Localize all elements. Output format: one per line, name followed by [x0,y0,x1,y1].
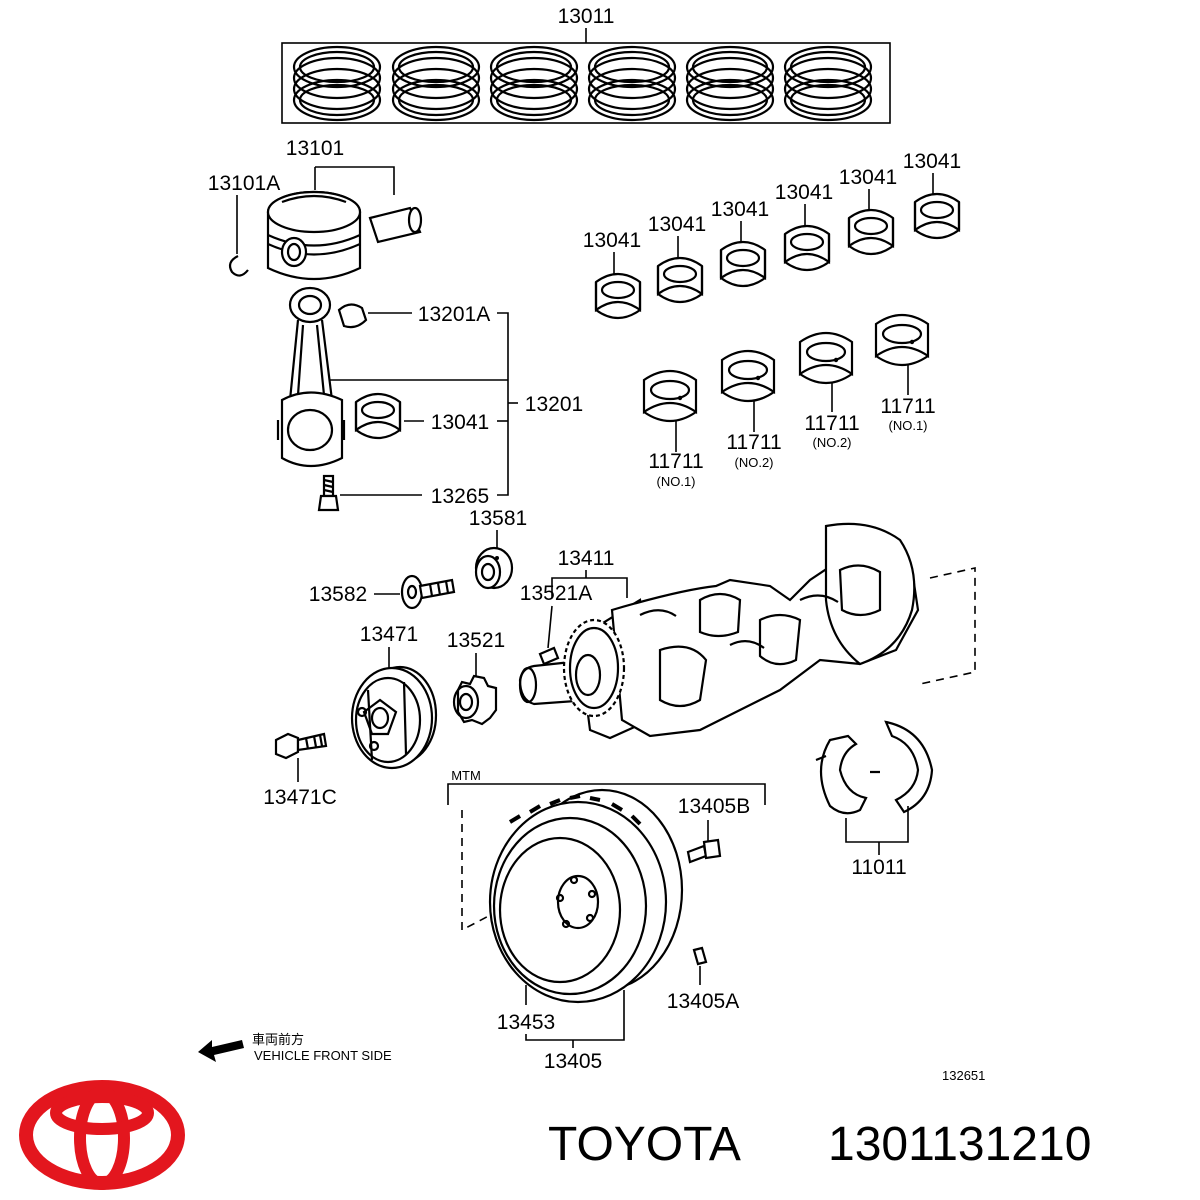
label-13041-1: 13041 [583,229,641,252]
label-13041-conrod: 13041 [431,411,489,434]
label-11711-c-sub: (NO.2) [813,435,852,450]
label-13041-5: 13041 [839,166,897,189]
toyota-logo-icon [19,1080,185,1190]
bolt-13582-group: 13582 [309,574,456,610]
label-13265: 13265 [431,485,489,508]
piston-pin-icon [368,206,423,244]
label-13101A: 13101A [208,172,280,195]
crank-bearing-3-icon [719,240,767,288]
crank-bearing-6-icon [913,192,961,240]
label-13471C: 13471C [263,786,337,809]
label-13201A: 13201A [418,303,490,326]
label-11711-a-sub: (NO.1) [657,474,696,489]
crankshaft-group: 13411 13521A [518,522,976,740]
label-11711-d: 11711 [880,395,935,418]
diagram-number: 132651 [942,1068,985,1083]
label-13453: 13453 [497,1011,555,1034]
main-bearing-d-icon [874,313,930,367]
label-11711-b: 11711 [726,431,781,454]
main-bearing-c-icon [798,331,854,385]
bolt-13582-icon [400,574,456,610]
thrust-washer-group: 11011 [815,720,934,879]
label-13201: 13201 [525,393,583,416]
label-13521: 13521 [447,629,505,652]
pulley-bolt-icon [274,732,328,760]
label-vehicle-front-jp: 車両前方 [252,1032,304,1047]
footer-part-number: 1301131210 [828,1118,1091,1171]
crankshaft-icon [518,522,920,740]
crank-bearing-set: 13041 13041 13041 13041 13041 13041 [583,150,961,320]
washer-13581-icon [474,546,514,590]
label-11711-a: 11711 [648,450,703,473]
piston-ring-set: 13011 [281,5,891,124]
label-11711-c: 11711 [804,412,859,435]
conrod-bearing-icon [354,392,402,440]
label-11011: 11011 [851,856,906,879]
piston-ring-3 [489,45,579,122]
crank-bearing-4-icon [783,224,831,272]
piston-ring-4 [587,45,677,122]
label-13101: 13101 [286,137,344,160]
label-11711-b-sub: (NO.2) [735,455,774,470]
piston-group: 13101 13101A [208,137,423,281]
pulley-group: 13471 [350,623,438,770]
label-mtm: MTM [451,768,481,783]
label-13411: 13411 [558,547,615,570]
crank-bearing-1-icon [594,272,642,320]
piston-ring-6 [783,45,873,122]
main-bearing-a-icon [642,369,698,423]
front-arrow-icon [198,1040,244,1062]
label-13405: 13405 [544,1050,602,1073]
snap-ring-icon [228,255,249,277]
thrust-washer-icon [815,720,934,815]
vehicle-front-indicator: 車両前方 VEHICLE FRONT SIDE [198,1032,392,1063]
label-13041-3: 13041 [711,198,769,221]
label-13405B: 13405B [678,795,750,818]
label-13011: 13011 [558,5,615,28]
conrod-group: 13201A 13201 13041 13265 [276,286,583,512]
label-vehicle-front-en: VEHICLE FRONT SIDE [254,1048,392,1063]
washer-13581-group: 13581 [469,507,527,590]
timing-gear-group: 13521 [447,629,505,726]
flywheel-bolt-icon [686,838,722,864]
main-bearing-set: 11711 (NO.1) 11711 (NO.2) 11711 (NO.2) 1… [642,313,936,489]
piston-ring-1 [292,45,382,122]
label-13521A: 13521A [520,582,592,605]
crank-key-icon [538,646,560,666]
label-13471: 13471 [360,623,418,646]
main-bearing-b-icon [720,349,776,403]
flywheel-group: MTM 13405B 13405A 13453 [447,768,766,1073]
crank-sprocket-icon [562,618,626,718]
timing-gear-icon [452,674,498,726]
piston-ring-5 [685,45,775,122]
crank-bearing-2-icon [656,256,704,304]
footer-brand: TOYOTA [548,1118,741,1171]
flywheel-icon [488,788,684,1004]
label-13582: 13582 [309,583,367,606]
label-13041-4: 13041 [775,181,833,204]
pulley-icon [350,665,438,770]
label-13405A: 13405A [667,990,739,1013]
conrod-icon [276,286,346,468]
pulley-bolt-group: 13471C [263,732,337,809]
label-13041-2: 13041 [648,213,706,236]
label-13041-6: 13041 [903,150,961,173]
label-11711-d-sub: (NO.1) [889,418,928,433]
conrod-bolt-icon [317,474,340,512]
crank-bearing-5-icon [847,208,895,256]
label-13581: 13581 [469,507,527,530]
piston-icon [266,190,362,281]
knock-pin-icon [692,946,708,966]
piston-ring-2 [391,45,481,122]
conrod-bushing-icon [337,303,368,329]
